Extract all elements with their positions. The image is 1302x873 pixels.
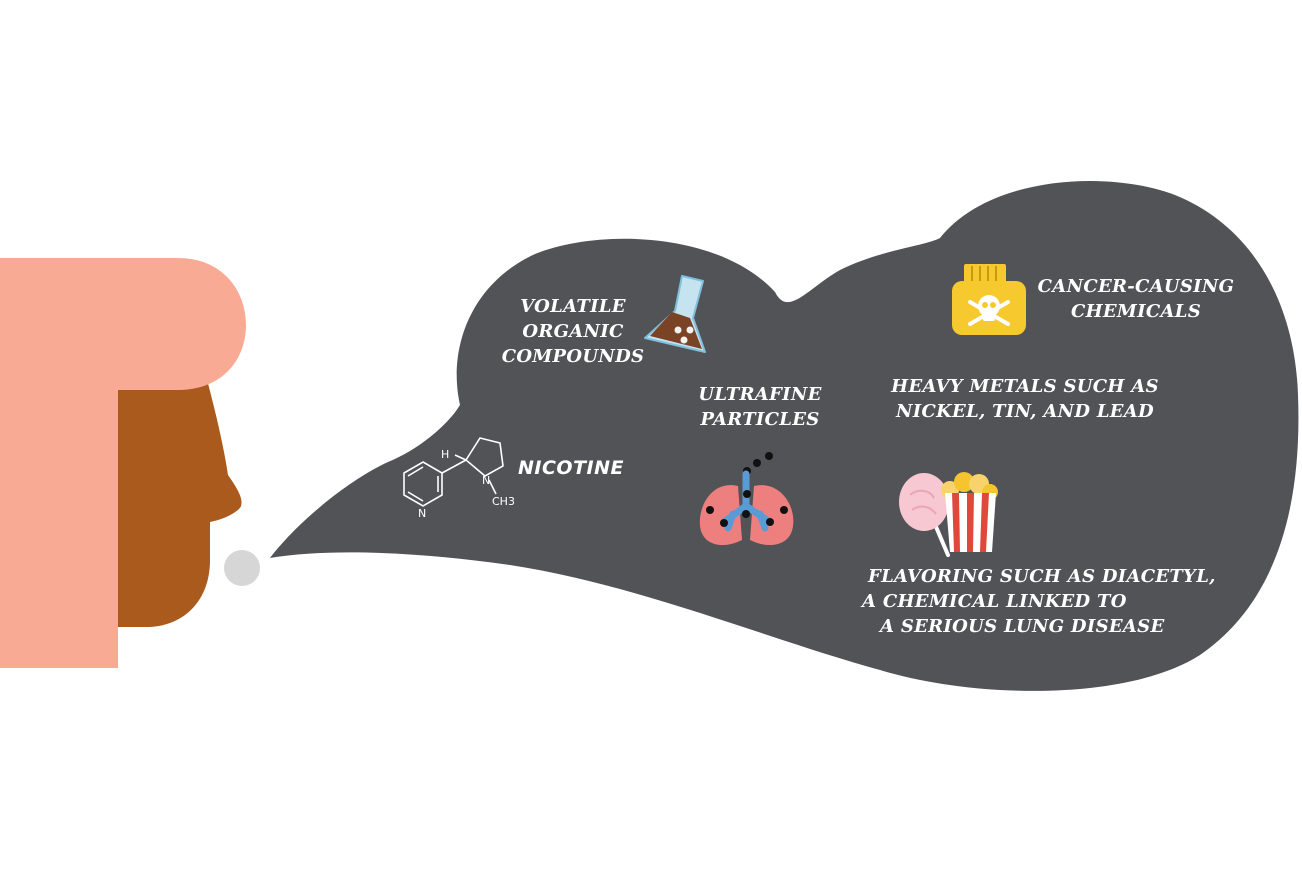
left-lung xyxy=(699,485,742,546)
cancer-line: CHEMICALS xyxy=(1070,301,1202,322)
pyrrolidine-ring xyxy=(464,437,504,477)
metals-line: HEAVY METALS SUCH AS xyxy=(891,376,1159,397)
ultrafine-line: ULTRAFINE xyxy=(698,384,822,405)
cancer-line: CANCER-CAUSING xyxy=(1037,276,1235,297)
chem-n-ring: N xyxy=(418,507,426,520)
skull-jaw xyxy=(983,312,995,321)
skull-eye xyxy=(990,302,996,308)
chem-n-amine: N xyxy=(482,474,490,487)
particle xyxy=(780,506,788,514)
candy-fluff xyxy=(899,473,949,531)
face-profile xyxy=(110,335,242,627)
hair xyxy=(0,258,246,668)
voc-line: VOLATILE xyxy=(520,296,626,317)
candy-swirl xyxy=(909,489,937,515)
ring-link xyxy=(441,459,467,474)
person-head xyxy=(0,258,246,668)
methyl-bond xyxy=(488,479,497,495)
flask-bubble xyxy=(686,326,694,334)
cotton-candy-icon xyxy=(899,473,950,557)
flask-icon xyxy=(644,275,706,353)
flavoring-line: A SERIOUS LUNG DISEASE xyxy=(880,616,1165,637)
poison-bottle-icon xyxy=(952,264,1026,335)
skull-eye xyxy=(982,302,988,308)
popcorn-stripe xyxy=(967,493,974,552)
skull xyxy=(978,295,1000,317)
chem-methyl: CH3 xyxy=(492,495,515,508)
double-bond xyxy=(407,466,424,477)
popcorn-stripe xyxy=(952,493,960,552)
voc-line: COMPOUNDS xyxy=(501,346,645,367)
particle xyxy=(765,452,773,460)
particle xyxy=(753,459,761,467)
particle xyxy=(706,506,714,514)
label-ultrafine-particles: ULTRAFINE PARTICLES xyxy=(685,382,835,432)
chem-h: H xyxy=(441,448,449,461)
label-flavoring: FLAVORING SUCH AS DIACETYL, A CHEMICAL L… xyxy=(862,564,1216,639)
particle xyxy=(743,490,751,498)
hydrogen-bond xyxy=(454,454,467,461)
right-lung xyxy=(750,485,794,546)
flask-bubble xyxy=(680,336,688,344)
flask-bubble xyxy=(674,326,682,334)
breath-dot xyxy=(224,550,260,586)
label-cancer-causing-chemicals: CANCER-CAUSING CHEMICALS xyxy=(1036,274,1236,324)
label-volatile-organic-compounds: VOLATILE ORGANIC COMPOUNDS xyxy=(498,294,648,369)
particle xyxy=(720,519,728,527)
label-nicotine: NICOTINE xyxy=(518,457,624,479)
lungs-icon xyxy=(699,452,794,546)
flavoring-line: A CHEMICAL LINKED TO xyxy=(862,591,1127,612)
ultrafine-line: PARTICLES xyxy=(700,409,820,430)
flavoring-line: FLAVORING SUCH AS DIACETYL, xyxy=(868,566,1216,587)
particle xyxy=(742,510,750,518)
voc-line: ORGANIC xyxy=(522,321,624,342)
metals-line: NICKEL, TIN, AND LEAD xyxy=(896,401,1154,422)
label-heavy-metals: HEAVY METALS SUCH AS NICKEL, TIN, AND LE… xyxy=(890,374,1160,424)
airway xyxy=(720,470,774,532)
popcorn-icon xyxy=(941,472,998,552)
double-bond xyxy=(407,491,424,502)
popcorn-stripe xyxy=(980,493,989,552)
vapor-cloud xyxy=(270,180,1299,691)
particle xyxy=(766,518,774,526)
nicotine-molecule-icon: H N N CH3 xyxy=(403,437,515,520)
popcorn-kernel xyxy=(954,472,974,492)
